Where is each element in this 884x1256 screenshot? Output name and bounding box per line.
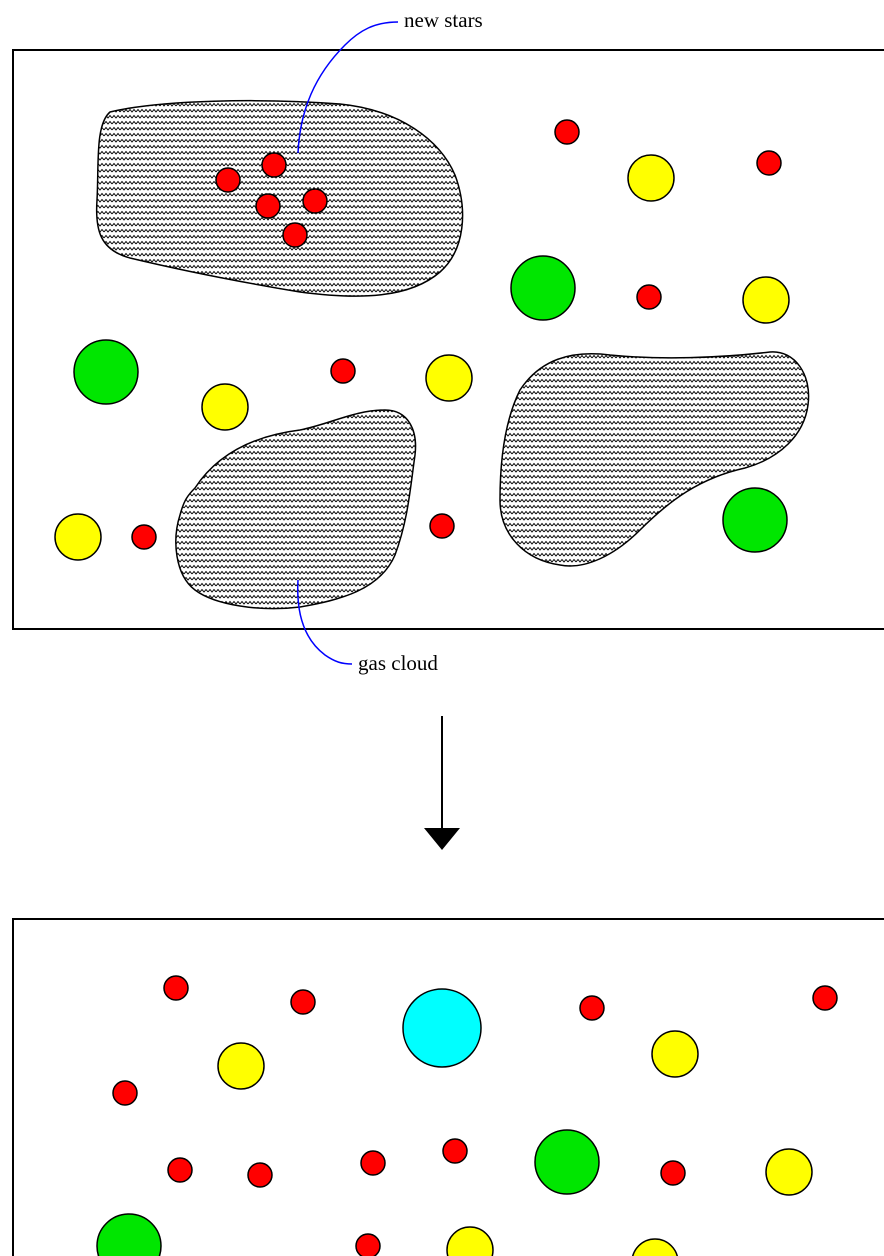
red-star xyxy=(812,985,838,1011)
cyan-star xyxy=(402,988,482,1068)
new-star xyxy=(282,222,308,248)
new-star xyxy=(261,152,287,178)
gas-cloud-leader-line xyxy=(296,579,353,665)
red-star xyxy=(442,1138,468,1164)
red-star xyxy=(554,119,580,145)
red-star xyxy=(636,284,662,310)
new-star xyxy=(215,167,241,193)
yellow-star xyxy=(627,154,675,202)
new-stars-leader-line xyxy=(297,21,399,154)
after-stars xyxy=(96,975,838,1256)
red-star xyxy=(360,1150,386,1176)
time-arrow-head xyxy=(424,828,460,850)
yellow-star xyxy=(425,354,473,402)
red-star xyxy=(163,975,189,1001)
gas-cloud-label: gas cloud xyxy=(358,651,438,675)
green-star xyxy=(722,487,788,553)
new-stars-cluster xyxy=(215,152,328,248)
red-star xyxy=(756,150,782,176)
green-star xyxy=(534,1129,600,1195)
red-star xyxy=(131,524,157,550)
new-star xyxy=(302,188,328,214)
red-star xyxy=(355,1233,381,1256)
yellow-star xyxy=(742,276,790,324)
red-star xyxy=(660,1160,686,1186)
yellow-star xyxy=(632,1238,678,1256)
yellow-star xyxy=(54,513,102,561)
gas-cloud-bottom-center xyxy=(175,409,417,610)
red-star xyxy=(112,1080,138,1106)
after-panel xyxy=(12,918,884,1256)
red-star xyxy=(429,513,455,539)
green-star xyxy=(96,1213,162,1256)
new-stars-label: new stars xyxy=(404,8,483,32)
gas-cloud-right xyxy=(499,351,810,567)
red-star xyxy=(579,995,605,1021)
red-star xyxy=(247,1162,273,1188)
yellow-star xyxy=(651,1030,699,1078)
green-star xyxy=(73,339,139,405)
green-star xyxy=(510,255,576,321)
gas-cloud-top-left xyxy=(95,99,464,297)
yellow-star xyxy=(446,1226,494,1256)
red-star xyxy=(167,1157,193,1183)
new-star xyxy=(255,193,281,219)
red-star xyxy=(290,989,316,1015)
yellow-star xyxy=(201,383,249,431)
yellow-star xyxy=(217,1042,265,1090)
before-stars xyxy=(54,119,790,561)
red-star xyxy=(330,358,356,384)
yellow-star xyxy=(765,1148,813,1196)
